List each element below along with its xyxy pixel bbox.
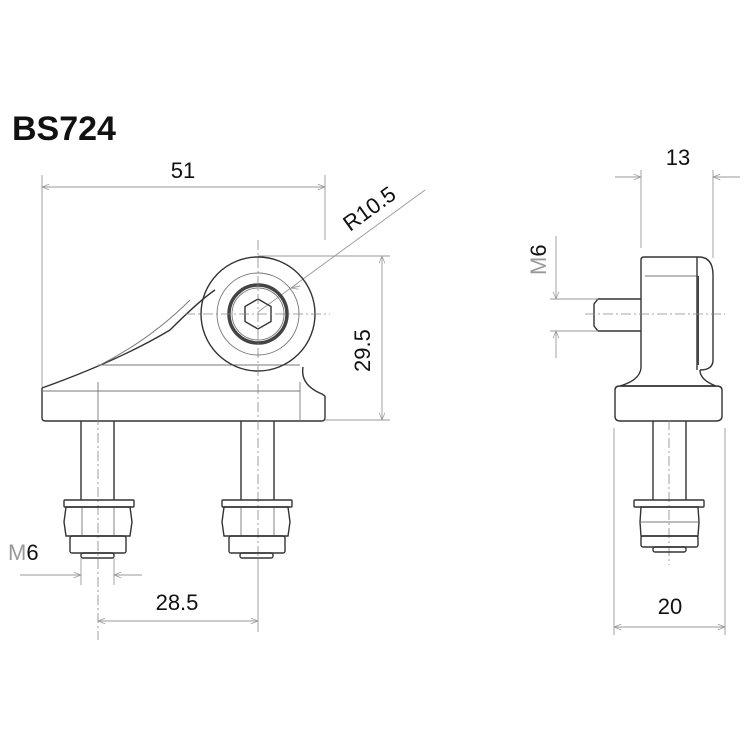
- part-number-title: BS724: [12, 110, 116, 148]
- front-view: 51 R10.5 29.5: [8, 158, 426, 640]
- height-dimension-label: 29.5: [350, 329, 375, 372]
- depth-dimension-label: 13: [666, 145, 690, 170]
- side-thread-dimension-label: M6: [526, 244, 551, 275]
- front-thread-dimension-label: M6: [8, 540, 39, 565]
- width-dimension-label: 51: [171, 158, 195, 183]
- left-bolt: [63, 421, 135, 559]
- base-width-dimension-label: 20: [658, 594, 682, 619]
- radius-dimension-label: R10.5: [338, 181, 400, 236]
- bolt-spacing-dimension-label: 28.5: [156, 590, 199, 615]
- side-view: 13 M6 20: [526, 145, 740, 635]
- right-bolt: [221, 421, 293, 559]
